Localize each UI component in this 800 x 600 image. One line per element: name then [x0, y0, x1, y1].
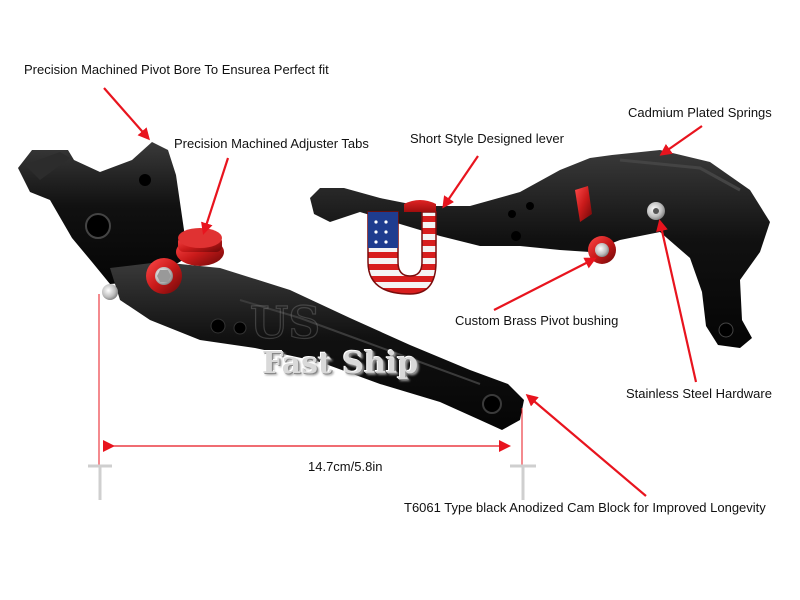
watermark-letters: US [249, 297, 320, 349]
arrow-short-style [442, 155, 479, 209]
label-springs: Cadmium Plated Springs [628, 105, 772, 120]
arrow-adjuster-tabs [201, 157, 230, 235]
label-pivot-bore: Precision Machined Pivot Bore To Ensurea… [24, 62, 329, 77]
right-lever [310, 150, 770, 348]
arrow-cam-block [525, 394, 647, 497]
svg-text:US: US [250, 298, 320, 349]
arrow-springs [659, 125, 703, 156]
arrow-brass-bushing [493, 257, 597, 311]
dimension-lines [88, 294, 536, 500]
label-adjuster-tabs: Precision Machined Adjuster Tabs [174, 136, 369, 151]
arrow-pivot-bore [103, 87, 150, 141]
callout-arrows [103, 87, 703, 497]
usa-flag-logo [367, 200, 437, 295]
right-lever-body [310, 150, 770, 348]
left-lever [18, 142, 524, 430]
label-cam-block: T6061 Type black Anodized Cam Block for … [404, 500, 766, 515]
label-short-style: Short Style Designed lever [410, 131, 564, 146]
dimension-label: 14.7cm/5.8in [308, 459, 383, 474]
left-lever-blade [110, 262, 524, 430]
arrow-hardware [656, 219, 698, 383]
label-brass-bushing: Custom Brass Pivot bushing [455, 313, 619, 328]
label-hardware: Stainless Steel Hardware [626, 386, 772, 401]
fast-ship-watermark: Fast Ship [262, 346, 419, 381]
